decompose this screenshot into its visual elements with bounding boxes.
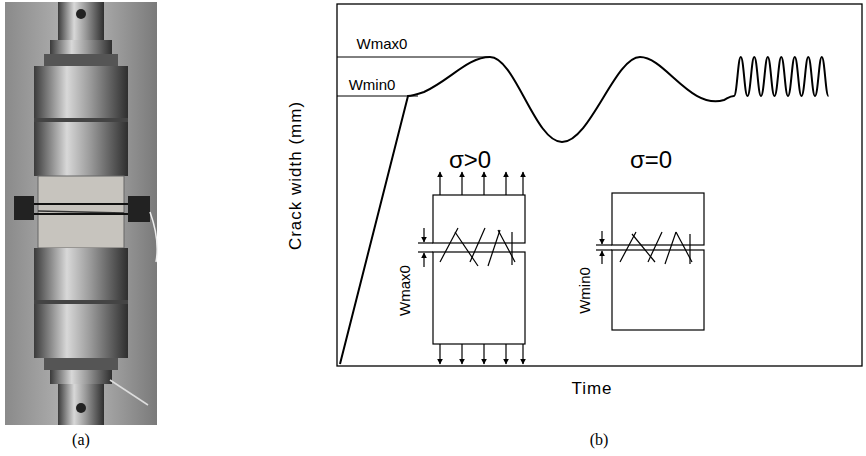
gap-label: Wmin0 [576,267,591,314]
level-line [337,96,418,97]
plot-frame [337,4,862,366]
specimen-inset-loaded [418,172,525,364]
stress-label: σ>0 [449,148,491,172]
cyclic-curve [734,57,829,96]
specimen-inset-unloaded [596,193,704,330]
level-line [337,57,490,58]
gap-label: Wmax0 [397,265,412,316]
panel-label: (a) [72,432,90,448]
test-setup-photo [5,2,157,425]
level-label: Wmax0 [357,36,408,51]
panel-label: (b) [590,432,609,448]
crack-width-curve [340,57,734,364]
stress-label: σ=0 [630,148,672,172]
axis-title: Time [571,380,612,397]
level-label: Wmin0 [349,77,396,92]
axis-title: Crack width (mm) [287,100,304,249]
